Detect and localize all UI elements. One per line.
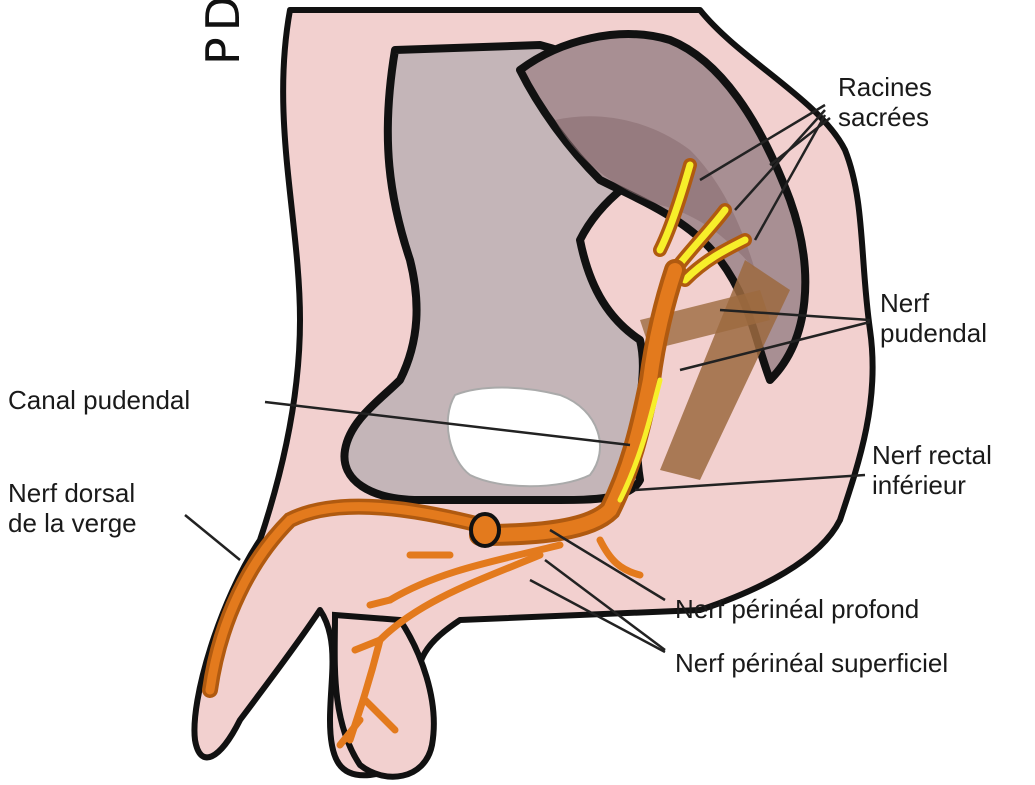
- pudendal-canal: [471, 514, 499, 546]
- label-nerf-rectal-inferieur: Nerf rectal inférieur: [872, 440, 992, 500]
- label-nerf-perineal-superficiel: Nerf périnéal superficiel: [675, 648, 948, 678]
- label-canal-pudendal: Canal pudendal: [8, 385, 190, 415]
- label-nerf-perineal-profond: Nerf périnéal profond: [675, 594, 919, 624]
- label-nerf-pudendal: Nerf pudendal: [880, 288, 987, 348]
- signature: PDM: [196, 0, 250, 65]
- label-nerf-dorsal-verge: Nerf dorsal de la verge: [8, 478, 137, 538]
- label-racines-sacrees: Racines sacrées: [838, 72, 932, 132]
